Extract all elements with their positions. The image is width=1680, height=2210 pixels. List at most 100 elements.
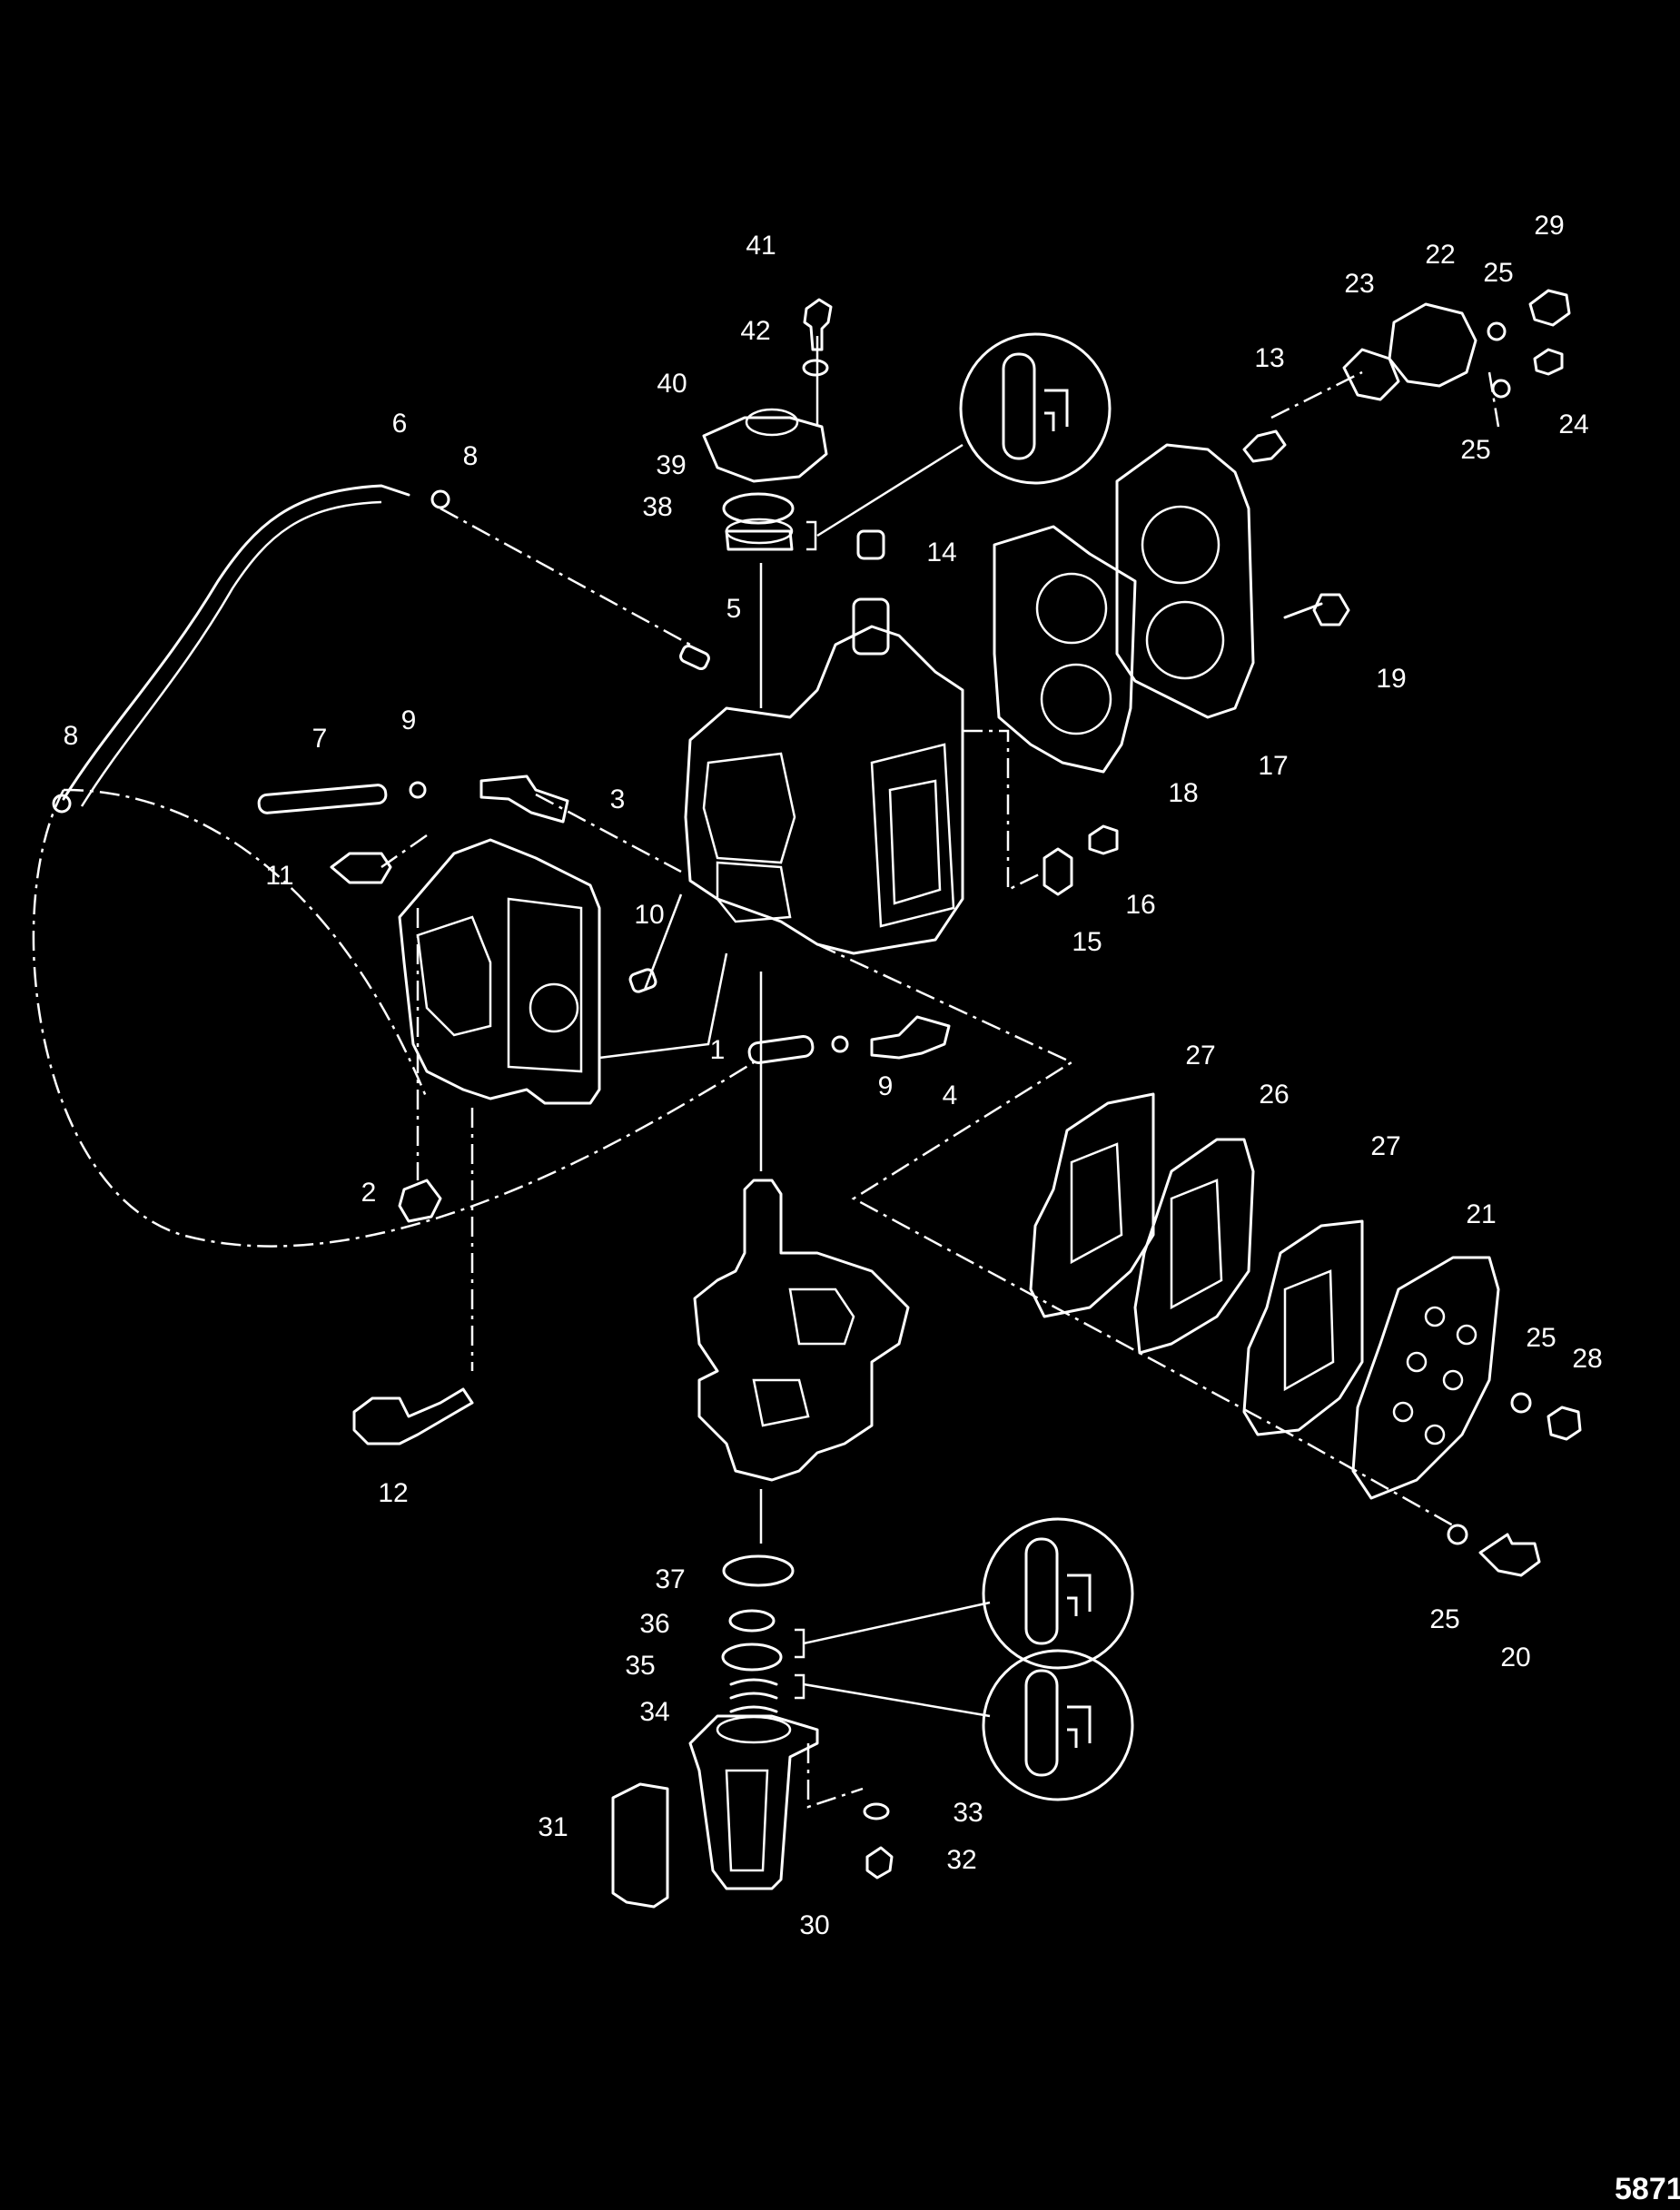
line-3-to-block [535, 793, 682, 873]
cover-21 [1351, 1256, 1500, 1500]
bolt-32 [865, 1846, 894, 1879]
callout-1: 1 [710, 1035, 726, 1065]
head-chamber-2 [1145, 600, 1225, 680]
bolt-12 [352, 1387, 474, 1445]
o-ring-36 [728, 1609, 776, 1633]
line-25-24 [1487, 371, 1500, 428]
bearing-housing [702, 416, 828, 483]
screw-2 [398, 1179, 442, 1223]
line-1 [598, 952, 728, 1060]
fitting-3 [479, 774, 569, 824]
callout-20: 20 [1500, 1643, 1530, 1672]
clamp-9-top [409, 781, 427, 799]
callout-9-lower: 9 [878, 1071, 894, 1101]
gasket-27-a-window [1070, 1142, 1123, 1265]
hose-lower [747, 1035, 815, 1064]
cylinder-head [1115, 443, 1255, 719]
callout-34: 34 [639, 1697, 669, 1727]
lube-bottom-pointer [803, 1682, 991, 1718]
drive-housing-30 [688, 1714, 819, 1890]
callout-25-mid: 25 [1526, 1323, 1556, 1353]
gasket-bore-2 [1040, 663, 1112, 735]
leader-lines [32, 336, 1500, 1809]
bolt-19 [1283, 593, 1350, 626]
line-block-to-plates [816, 942, 1309, 1445]
bearing-housing-neck [745, 408, 799, 437]
fitting-4 [870, 1015, 951, 1060]
callout-23: 23 [1344, 269, 1374, 299]
callout-25-top-2: 25 [1460, 435, 1490, 465]
bracket-bottom [795, 1673, 805, 1700]
block-left-port [529, 982, 579, 1033]
block-boss [852, 597, 890, 656]
thermostat-cover [1388, 302, 1477, 388]
crank-web-2 [752, 1378, 810, 1427]
callout-31: 31 [538, 1812, 568, 1842]
callout-27-b: 27 [1370, 1131, 1400, 1161]
callout-39: 39 [656, 450, 686, 480]
bolt-24 [1533, 348, 1564, 376]
plate-31 [611, 1782, 669, 1909]
line-11 [380, 834, 428, 869]
block-left-cover [398, 838, 601, 1105]
hose-part [62, 484, 410, 801]
hose-7 [257, 784, 388, 814]
fitting-13 [1242, 429, 1287, 463]
seal-37 [722, 1554, 795, 1587]
gasket-bore-1 [1035, 572, 1108, 645]
callout-18: 18 [1168, 778, 1198, 808]
line-plates-to-bolt [1307, 1442, 1454, 1527]
cylinder-bore-bottom [716, 861, 792, 923]
block-left-inner [507, 897, 583, 1073]
block-transfer-inner [888, 779, 942, 905]
cylinder-bore-top [702, 752, 796, 864]
callout-5: 5 [726, 594, 742, 624]
callout-12: 12 [378, 1478, 408, 1508]
callout-37: 37 [655, 1564, 685, 1594]
callout-42: 42 [740, 316, 770, 346]
callout-2: 2 [361, 1178, 377, 1208]
gasket-27-b [1242, 1219, 1364, 1436]
callout-26: 26 [1259, 1080, 1289, 1110]
hose-route-line [32, 789, 755, 1248]
callout-30: 30 [799, 1910, 829, 1940]
callout-17: 17 [1258, 751, 1288, 781]
line-8-to-5 [440, 507, 691, 646]
callout-19: 19 [1376, 664, 1406, 694]
bolt-29 [1528, 289, 1571, 327]
screw-16 [1088, 824, 1119, 855]
bracket-mid [795, 1628, 805, 1659]
bolt-28 [1547, 1406, 1582, 1441]
crankshaft [693, 1179, 910, 1482]
dowel-5 [679, 644, 710, 671]
washer-25-top-2 [1491, 379, 1511, 399]
hose-route-line-2 [63, 788, 429, 1100]
drive-housing-top [716, 1715, 792, 1744]
callout-41: 41 [746, 231, 776, 261]
block-transfer-side [870, 743, 955, 928]
line-33 [806, 1743, 864, 1809]
callout-22: 22 [1425, 240, 1455, 270]
callout-35: 35 [625, 1651, 655, 1681]
reed-block-26 [1133, 1138, 1255, 1355]
callout-25-top-1: 25 [1483, 258, 1513, 288]
drive-housing-inner [725, 1769, 769, 1872]
hose-part-inner [80, 500, 382, 807]
callout-24: 24 [1558, 409, 1588, 439]
callout-11: 11 [265, 861, 293, 891]
head-chamber-1 [1141, 505, 1220, 585]
washer-25-mid [1510, 1392, 1532, 1414]
callout-25-bottom: 25 [1429, 1604, 1459, 1634]
reed-block-window [1170, 1179, 1223, 1310]
head-gasket [993, 525, 1137, 774]
crank-web-1 [788, 1288, 855, 1346]
screw-11 [330, 852, 392, 884]
callout-13: 13 [1254, 343, 1284, 373]
lube-top-pointer [816, 443, 964, 538]
washer-42 [802, 359, 829, 377]
callout-3: 3 [610, 784, 626, 814]
grease-tube-icon [982, 1649, 1134, 1801]
clamp-8-left [52, 794, 72, 814]
washer-25-bottom [1447, 1524, 1468, 1545]
